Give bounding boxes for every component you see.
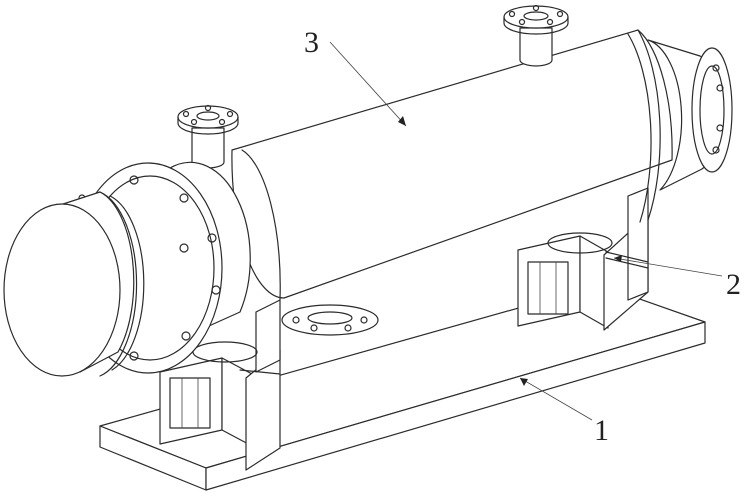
top-nozzle-left [177, 104, 239, 169]
rear-head [647, 39, 733, 191]
callout-2: 2 [726, 268, 741, 301]
callout-1: 1 [594, 414, 609, 447]
callout-leaders [329, 41, 723, 421]
front-support [159, 299, 281, 471]
bottom-nozzle-flange [281, 304, 379, 336]
front-head-cap [3, 191, 145, 377]
rear-support [517, 187, 649, 331]
callout-3: 3 [304, 26, 319, 59]
top-nozzle-right [503, 4, 569, 67]
